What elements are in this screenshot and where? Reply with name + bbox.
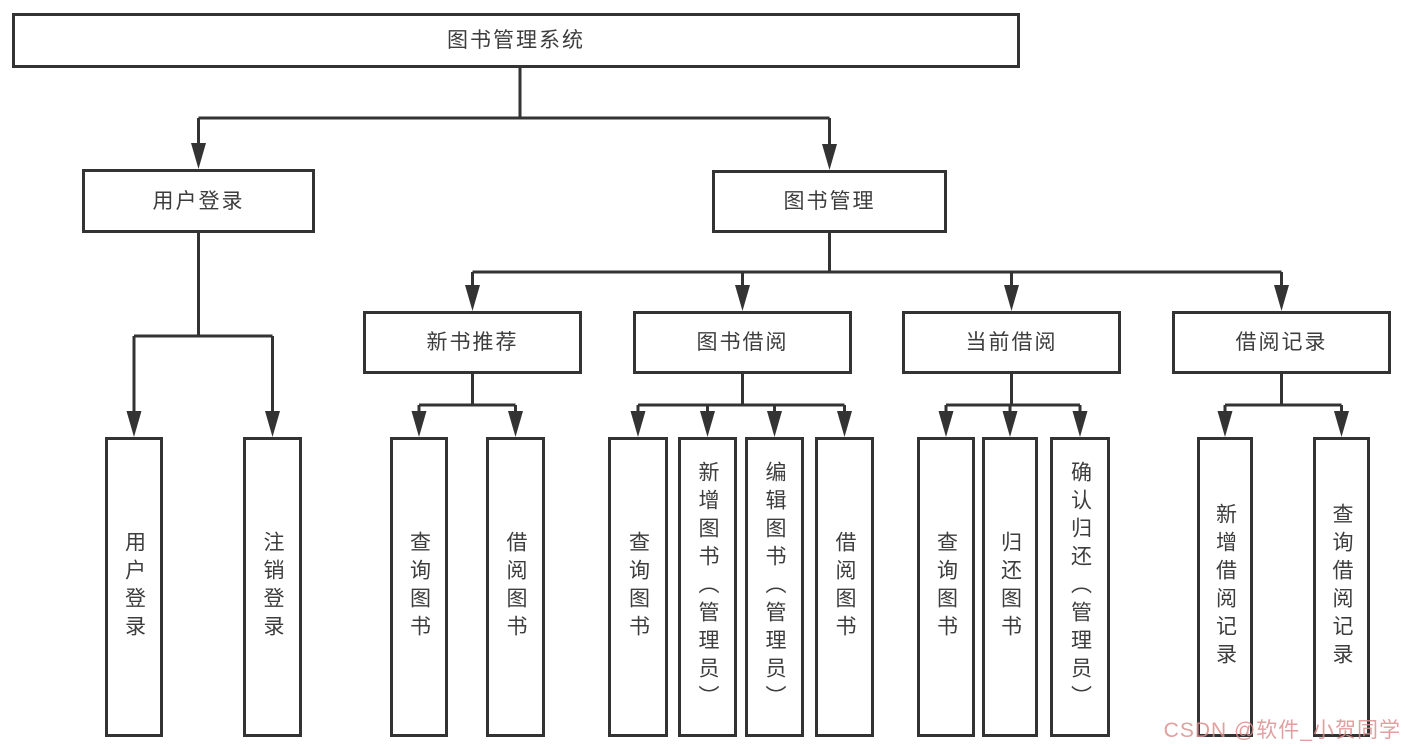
connector-path [944,374,1082,414]
leaf-user-login: 用户登录 [105,437,163,737]
node-label: 查询图书 [407,531,431,643]
arrowhead-icon [1334,411,1349,437]
leaf-query-borrow-record: 查询借阅记录 [1313,437,1370,737]
node-label: 图书管理系统 [447,29,585,52]
node-library-management-system: 图书管理系统 [12,13,1020,68]
connector-path [417,374,517,414]
node-label: 新增图书（管理员） [696,461,719,713]
arrowhead-icon [1002,411,1018,437]
node-label: 借阅图书 [833,531,856,643]
node-label: 借阅图书 [504,531,527,643]
leaf-add-books-admin: 新增图书（管理员） [678,437,737,737]
csdn-watermark: CSDN @软件_小贺同学 [1163,719,1401,742]
node-label: 用户登录 [152,189,245,213]
node-label: 用户登录 [122,531,146,643]
node-book-borrowing: 图书借阅 [633,311,852,374]
node-label: 当前借阅 [965,331,1058,354]
arrowhead-icon [508,411,523,437]
leaf-query-books: 查询图书 [390,437,448,737]
leaf-return-books: 归还图书 [982,437,1038,737]
connector-path [471,233,1283,288]
arrowhead-icon [1217,411,1233,437]
node-label: 归还图书 [998,531,1022,643]
node-label: 图书管理 [783,190,876,213]
leaf-edit-books-admin: 编辑图书（管理员） [745,437,804,737]
leaf-query-books: 查询图书 [917,437,975,737]
leaf-borrow-books: 借阅图书 [486,437,545,737]
node-label: 编辑图书（管理员） [763,461,786,713]
connector-path [1223,374,1343,414]
arrowhead-icon [465,285,480,311]
arrowhead-icon [411,411,427,437]
arrowhead-icon [265,411,280,437]
arrowhead-icon [837,411,852,437]
node-label: 查询图书 [934,531,958,643]
arrowhead-icon [191,143,206,169]
node-current-borrowing: 当前借阅 [902,311,1121,374]
leaf-borrow-books: 借阅图书 [815,437,874,737]
leaf-confirm-return-admin: 确认归还（管理员） [1050,437,1110,737]
node-user-login: 用户登录 [82,169,315,233]
leaf-logout: 注销登录 [243,437,302,737]
arrowhead-icon [700,411,715,437]
arrowhead-icon [1274,285,1289,311]
arrowhead-icon [630,411,646,437]
arrowhead-icon [1004,285,1019,311]
arrowhead-icon [735,285,750,311]
leaf-add-borrow-record: 新增借阅记录 [1197,437,1253,737]
node-label: 查询图书 [626,531,650,643]
leaf-query-books: 查询图书 [608,437,668,737]
node-label: 注销登录 [261,531,284,643]
node-label: 新增借阅记录 [1213,503,1237,671]
connector-path [197,68,831,147]
connector-path [636,374,846,414]
arrowhead-icon [1072,411,1088,437]
arrowhead-icon [126,411,142,437]
connector-path [132,233,274,414]
node-borrowing-records: 借阅记录 [1172,311,1391,374]
node-label: 查询借阅记录 [1330,503,1353,671]
arrowhead-icon [767,411,782,437]
arrowhead-icon [822,144,837,170]
node-label: 新书推荐 [426,331,519,354]
arrowhead-icon [938,411,954,437]
node-label: 确认归还（管理员） [1068,461,1092,713]
node-label: 借阅记录 [1235,331,1328,354]
node-label: 图书借阅 [696,331,789,354]
node-new-book-recommend: 新书推荐 [363,311,582,374]
node-book-management: 图书管理 [712,170,947,233]
